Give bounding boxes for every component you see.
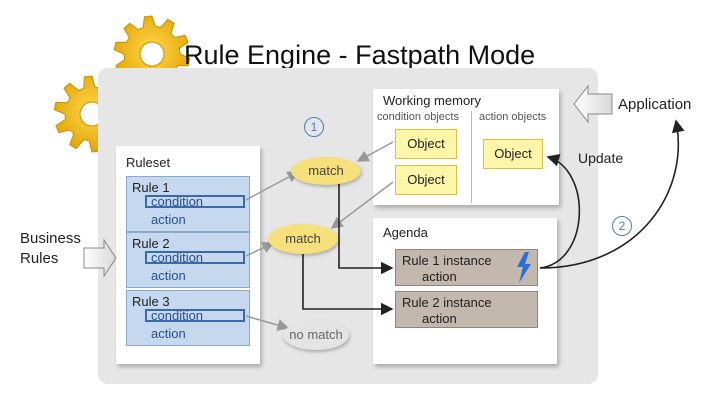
lightning-icon xyxy=(517,252,531,283)
condition-object: Object xyxy=(395,129,457,159)
no-match-bubble: no match xyxy=(283,320,349,350)
rule-action: action xyxy=(151,326,186,341)
rule2-to-match-arrow xyxy=(245,242,275,257)
match-bubble-2: match xyxy=(268,224,338,254)
rule-1: Rule 1 condition action xyxy=(126,176,250,232)
condition-objects-label: condition objects xyxy=(377,111,459,123)
rule3-to-nomatch-arrow xyxy=(245,315,290,331)
rule-condition-box: condition xyxy=(145,250,245,265)
agenda-instance-2: Rule 2 instance action xyxy=(395,291,538,328)
update-label: Update xyxy=(578,150,624,166)
rule-condition-box: condition xyxy=(145,194,245,209)
condition-object: Object xyxy=(395,165,457,195)
diagram-title: Rule Engine - Fastpath Mode xyxy=(184,40,536,70)
match2-to-instance2-arrow xyxy=(302,254,394,316)
application-label: Application xyxy=(618,96,692,113)
application-arrow xyxy=(539,119,685,269)
agenda-instance-1: Rule 1 instance action xyxy=(395,249,538,286)
instance-action: action xyxy=(422,311,457,326)
match-bubble-1: match xyxy=(291,157,361,185)
working-memory-divider xyxy=(471,111,472,203)
business-rules-label-line2: Rules xyxy=(20,250,59,267)
application-arrow-icon xyxy=(573,84,613,124)
rule-2: Rule 2 condition action xyxy=(126,232,250,288)
match1-to-instance1-arrow xyxy=(338,182,394,275)
rule-name: Rule 3 xyxy=(132,294,170,309)
agenda-title: Agenda xyxy=(383,225,428,240)
rule-name: Rule 2 xyxy=(132,236,170,251)
action-objects-label: action objects xyxy=(479,111,547,123)
rule-action: action xyxy=(151,212,186,227)
step-2-badge: 2 xyxy=(612,216,632,236)
rule-action: action xyxy=(151,268,186,283)
rule-condition: condition xyxy=(151,250,204,265)
instance-action: action xyxy=(422,269,457,284)
working-memory-title: Working memory xyxy=(383,93,482,108)
rule-condition-box: condition xyxy=(145,308,245,323)
update-arrow xyxy=(539,154,581,269)
rule-name: Rule 1 xyxy=(132,180,170,195)
business-rules-label-line1: Business xyxy=(20,230,81,247)
rule1-to-match-arrow xyxy=(245,171,300,201)
object-to-match2-arrow xyxy=(330,181,394,229)
rule-3: Rule 3 condition action xyxy=(126,290,250,346)
rule-condition: condition xyxy=(151,194,204,209)
object-to-match1-arrow xyxy=(356,141,394,162)
agenda-panel: Agenda Rule 1 instance action Rule 2 ins… xyxy=(373,218,557,364)
working-memory-panel: Working memory condition objects action … xyxy=(373,89,559,205)
ruleset-title: Ruleset xyxy=(126,155,171,170)
step-1-badge: 1 xyxy=(304,117,324,137)
business-rules-arrow-icon xyxy=(83,238,117,278)
rule-condition: condition xyxy=(151,308,204,323)
ruleset-panel: Ruleset Rule 1 condition action Rule 2 c… xyxy=(116,146,260,364)
instance-name: Rule 1 instance xyxy=(402,253,492,268)
instance-name: Rule 2 instance xyxy=(402,295,492,310)
action-object: Object xyxy=(483,139,543,169)
